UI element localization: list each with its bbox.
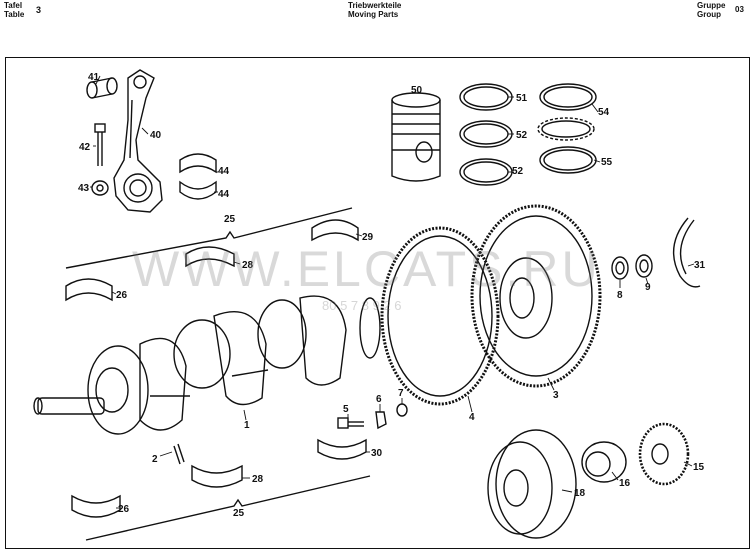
callout-42: 42 xyxy=(79,142,91,153)
piston-ring-51[interactable] xyxy=(459,83,513,111)
watermark-text: WWW.ELCATS.RU xyxy=(132,241,601,297)
callout-30: 30 xyxy=(371,448,383,459)
piston[interactable] xyxy=(391,92,441,182)
callout-1: 1 xyxy=(244,420,250,431)
thrust-bearing-shell-30[interactable] xyxy=(317,438,367,460)
crankshaft[interactable] xyxy=(33,295,381,435)
expander-ring-54[interactable] xyxy=(537,117,595,141)
crankshaft-pulley[interactable] xyxy=(487,429,577,539)
callout-25-upper: 25 xyxy=(224,214,236,225)
callout-8: 8 xyxy=(617,290,623,301)
pulley-hub[interactable] xyxy=(581,441,627,483)
callout-31: 31 xyxy=(694,260,706,271)
bearing-spacer[interactable] xyxy=(635,254,653,278)
callout-6: 6 xyxy=(376,394,382,405)
group-label-en: Group xyxy=(697,10,721,19)
section-title: Triebwerkteile Moving Parts xyxy=(348,1,401,19)
rod-bolt[interactable] xyxy=(94,123,106,166)
callout-44-upper: 44 xyxy=(218,166,230,177)
callout-4: 4 xyxy=(469,412,475,423)
section-title-de: Triebwerkteile xyxy=(348,1,402,10)
callout-41: 41 xyxy=(88,72,100,83)
watermark-code: 80 5 7 8 9 2 6 xyxy=(322,298,402,313)
piston-ring-53[interactable] xyxy=(539,83,597,111)
rod-bearing-shell-lower[interactable] xyxy=(179,180,217,200)
piston-ring-55[interactable] xyxy=(539,146,597,174)
callout-labels: 41 40 42 43 44 44 50 51 52 52 54 55 25 2… xyxy=(78,72,706,519)
dowel-pin[interactable] xyxy=(173,443,185,465)
callout-16: 16 xyxy=(619,478,631,489)
callout-52-lower: 52 xyxy=(512,166,524,177)
leader-lines xyxy=(90,75,695,509)
callout-26-upper: 26 xyxy=(116,290,128,301)
callout-18: 18 xyxy=(574,488,586,499)
callout-55: 55 xyxy=(601,157,613,168)
piston-ring-52b[interactable] xyxy=(459,158,513,186)
callout-51: 51 xyxy=(516,93,528,104)
bracket-line-25b xyxy=(85,475,371,541)
callout-43: 43 xyxy=(78,183,90,194)
section-title-en: Moving Parts xyxy=(348,10,399,19)
rod-nut[interactable] xyxy=(91,180,109,196)
group-header: Gruppe Group xyxy=(697,1,725,19)
main-bearing-shell-28b[interactable] xyxy=(191,464,243,488)
piston-pin-bushing[interactable] xyxy=(86,77,118,99)
table-header: Tafel Table xyxy=(4,1,24,19)
callout-15: 15 xyxy=(693,462,705,473)
ring-gear[interactable] xyxy=(380,226,500,406)
callout-28-lower: 28 xyxy=(252,474,264,485)
main-bearing-shell-26a[interactable] xyxy=(65,278,113,302)
table-label-de: Tafel xyxy=(4,1,23,10)
main-bearing-shell-29[interactable] xyxy=(311,219,359,242)
callout-3: 3 xyxy=(553,390,559,401)
callout-50: 50 xyxy=(411,85,423,96)
callout-26-lower: 26 xyxy=(118,504,130,515)
callout-29: 29 xyxy=(362,232,374,243)
callout-40: 40 xyxy=(150,130,162,141)
table-number: 3 xyxy=(36,5,42,15)
seal-ring[interactable] xyxy=(672,217,701,288)
group-label-de: Gruppe xyxy=(697,1,726,10)
lock-plate-6[interactable] xyxy=(375,411,387,430)
flywheel[interactable] xyxy=(470,204,602,388)
callout-54: 54 xyxy=(598,107,610,118)
table-label-en: Table xyxy=(4,10,25,19)
group-number: 03 xyxy=(735,5,744,14)
bolt-5[interactable] xyxy=(337,417,364,429)
callout-5: 5 xyxy=(343,404,349,415)
callout-9: 9 xyxy=(645,282,651,293)
pilot-bearing[interactable] xyxy=(611,256,629,280)
diagram-frame xyxy=(5,57,750,549)
callout-2: 2 xyxy=(152,454,158,465)
main-bearing-shell-26b[interactable] xyxy=(71,494,121,518)
callout-25-lower: 25 xyxy=(233,508,245,519)
crankshaft-gear[interactable] xyxy=(638,422,690,486)
callout-52-upper: 52 xyxy=(516,130,528,141)
rod-bearing-shell-upper[interactable] xyxy=(179,153,217,174)
nut-7[interactable] xyxy=(396,403,408,417)
callout-28-upper: 28 xyxy=(242,260,254,271)
piston-ring-52a[interactable] xyxy=(459,120,513,148)
connecting-rod[interactable] xyxy=(113,69,163,213)
callout-44-lower: 44 xyxy=(218,189,230,200)
callout-7: 7 xyxy=(398,388,404,399)
bracket-line-25a xyxy=(65,207,353,269)
main-bearing-shell-28a[interactable] xyxy=(185,246,235,268)
